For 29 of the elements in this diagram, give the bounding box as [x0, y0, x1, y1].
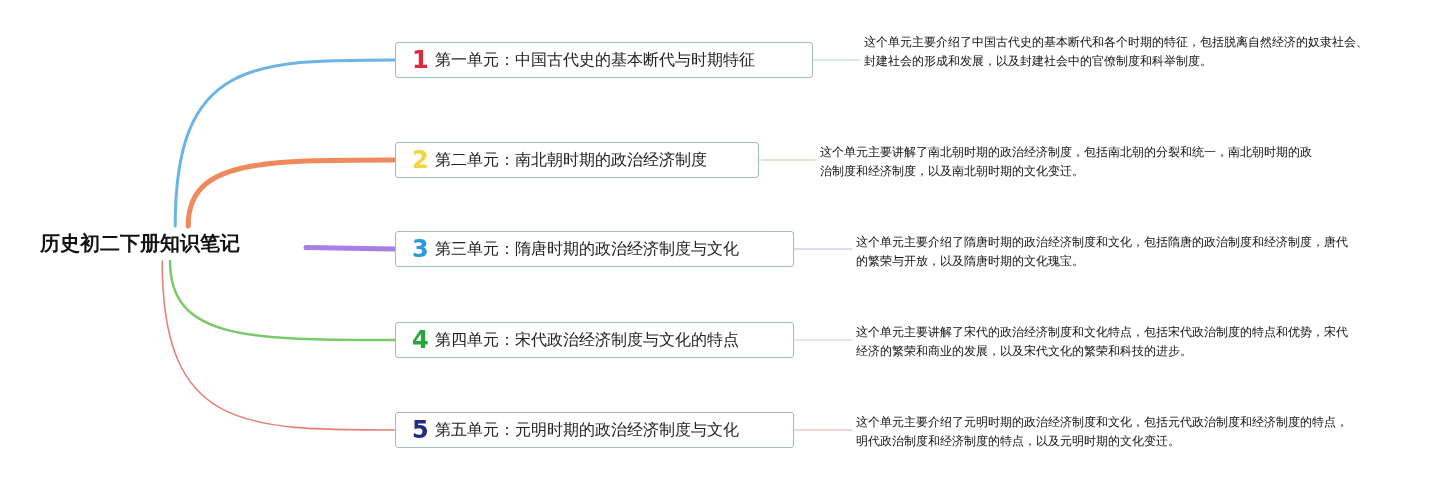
description-text: 这个单元主要介绍了中国古代史的基本断代和各个时期的特征，包括脱离自然经济的奴隶社会、封建社会的形成和发展，以及封建社会中的官僚制度和科举制度。: [864, 33, 1374, 71]
connector: [793, 339, 853, 341]
unit-title: 第五单元：元明时期的政治经济制度与文化: [434, 419, 739, 441]
description-text: 这个单元主要介绍了元明时期的政治经济制度和文化，包括元代政治制度和经济制度的特点，明代政治制度和经济制度的特点，以及元明时期的文化变迁。: [856, 413, 1356, 451]
unit-number: 5: [412, 418, 429, 442]
connector: [161, 260, 396, 431]
unit-number: 3: [412, 237, 429, 261]
description-text: 这个单元主要讲解了宋代的政治经济制度和文化特点，包括宋代政治制度的特点和优势，宋代经济的繁荣和商业的发展，以及宋代文化的繁荣和科技的进步。: [856, 323, 1356, 361]
topic-box: [395, 142, 759, 178]
unit-number: 2: [412, 148, 429, 172]
connector: [173, 58, 397, 228]
unit-title: 第四单元：宋代政治经济制度与文化的特点: [434, 329, 739, 351]
description-text: 这个单元主要讲解了南北朝时期的政治经济制度，包括南北朝的分裂和统一，南北朝时期的政治制度和经济制度，以及南北朝时期的文化变迁。: [820, 143, 1320, 181]
topic-box: [395, 322, 794, 358]
connector: [168, 259, 397, 342]
topic-box: [395, 231, 794, 267]
unit-title: 第一单元：中国古代史的基本断代与时期特征: [434, 49, 755, 71]
connector: [758, 159, 817, 161]
unit-number: 1: [412, 48, 429, 72]
connector: [793, 248, 853, 250]
central-topic: 历史初二下册知识笔记: [40, 228, 300, 259]
unit-title: 第三单元：隋唐时期的政治经济制度与文化: [434, 238, 739, 260]
connector: [812, 59, 861, 61]
topic-box: [395, 42, 813, 78]
connector: [793, 429, 853, 431]
unit-number: 4: [412, 328, 429, 352]
description-text: 这个单元主要介绍了隋唐时期的政治经济制度和文化，包括隋唐的政治制度和经济制度，唐代的繁荣与开放，以及隋唐时期的文化瑰宝。: [856, 233, 1356, 271]
unit-title: 第二单元：南北朝时期的政治经济制度: [434, 149, 707, 171]
topic-box: [395, 412, 794, 448]
